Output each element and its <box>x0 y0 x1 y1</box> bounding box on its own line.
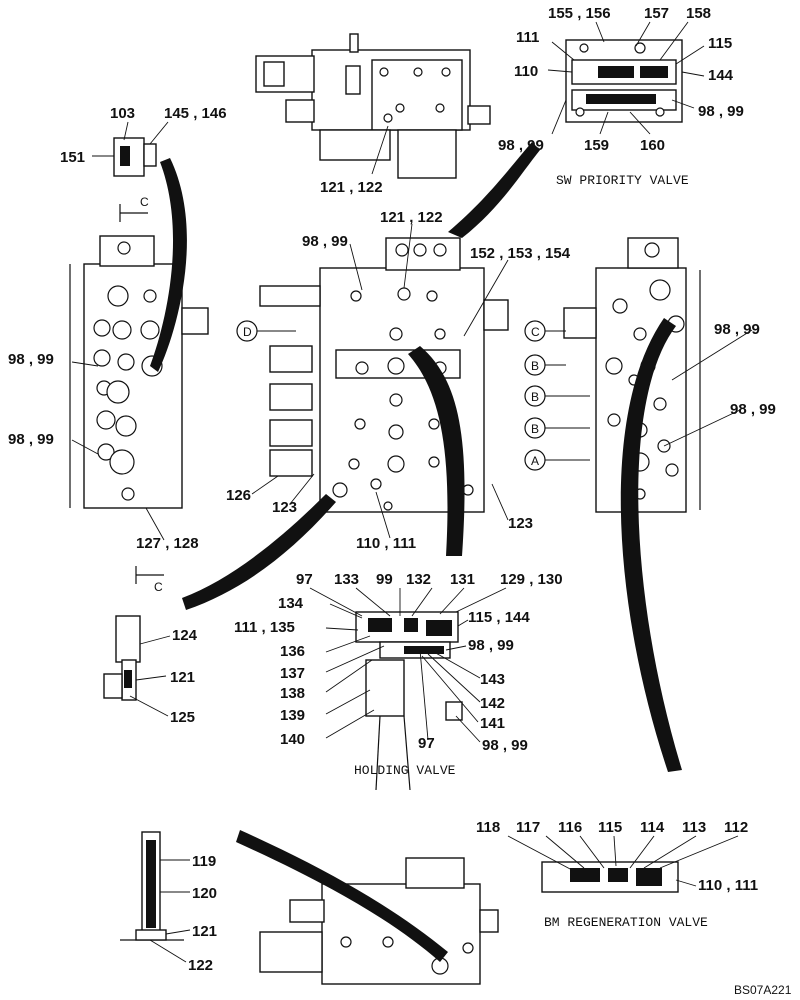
label-98-99-hv-b: 98 , 99 <box>482 737 528 754</box>
label-123-right: 123 <box>508 515 533 532</box>
label-110-111-bm: 110 , 111 <box>698 877 758 894</box>
port-mark-c: C <box>531 325 540 339</box>
top-valve-assembly <box>255 33 491 179</box>
label-113: 113 <box>682 819 706 836</box>
label-117: 117 <box>516 819 540 836</box>
label-144-sw: 144 <box>708 67 734 84</box>
label-98-99-left-b: 98 , 99 <box>8 431 54 448</box>
label-133: 133 <box>334 571 359 588</box>
label-142: 142 <box>480 695 505 712</box>
label-111-135: 111 , 135 <box>234 619 295 636</box>
plug-assembly-124 <box>103 615 141 701</box>
label-121-d: 121 <box>170 669 195 686</box>
drawing-number: BS07A221 <box>734 983 792 997</box>
label-140: 140 <box>280 731 305 748</box>
part-labels: 121 , 122 155 , 156 157 158 111 115 110 … <box>8 5 792 997</box>
label-129-130: 129 , 130 <box>500 571 563 588</box>
label-134: 134 <box>278 595 304 612</box>
holding-valve <box>355 611 463 791</box>
plug-assembly-151 <box>113 137 157 177</box>
label-119: 119 <box>192 853 216 870</box>
label-97-bottom: 97 <box>418 735 435 752</box>
bottom-valve-assembly <box>259 857 499 985</box>
label-131: 131 <box>450 571 475 588</box>
label-98-99-right-b: 98 , 99 <box>730 401 776 418</box>
label-110-sw: 110 <box>514 63 538 80</box>
section-marks: C C <box>119 195 164 594</box>
label-112: 112 <box>724 819 748 836</box>
label-120: 120 <box>192 885 217 902</box>
sw-priority-valve <box>565 39 683 123</box>
label-115-sw: 115 <box>708 35 732 52</box>
left-side-view <box>69 235 209 509</box>
label-157: 157 <box>644 5 669 22</box>
label-126: 126 <box>226 487 251 504</box>
port-mark-a: A <box>531 454 539 468</box>
label-98-99-mid: 98 , 99 <box>302 233 348 250</box>
label-125: 125 <box>170 709 195 726</box>
label-121-122-mid: 121 , 122 <box>380 209 443 226</box>
label-151: 151 <box>60 149 85 166</box>
label-115-144: 115 , 144 <box>468 609 530 626</box>
bm-regeneration-valve <box>541 861 679 893</box>
label-121-122-top: 121 , 122 <box>320 179 383 196</box>
label-160: 160 <box>640 137 665 154</box>
label-152-153-154: 152 , 153 , 154 <box>470 245 571 262</box>
caption-sw-priority-valve: SW PRIORITY VALVE <box>556 173 689 188</box>
label-136: 136 <box>280 643 305 660</box>
section-mark-top: C <box>140 195 149 209</box>
label-97-top: 97 <box>296 571 313 588</box>
reference-curves <box>150 142 682 962</box>
label-121-e: 121 <box>192 923 217 940</box>
label-98-99-hv-a: 98 , 99 <box>468 637 514 654</box>
label-99: 99 <box>376 571 393 588</box>
label-111-sw: 111 <box>516 29 539 46</box>
section-mark-bottom: C <box>154 580 163 594</box>
label-137: 137 <box>280 665 305 682</box>
label-132: 132 <box>406 571 431 588</box>
label-118: 118 <box>476 819 500 836</box>
label-124: 124 <box>172 627 198 644</box>
port-mark-d: D <box>243 325 252 339</box>
label-159: 159 <box>584 137 609 154</box>
port-mark-b-1: B <box>531 359 539 373</box>
label-115-bm: 115 <box>598 819 622 836</box>
label-122-e: 122 <box>188 957 213 974</box>
label-127-128: 127 , 128 <box>136 535 199 552</box>
label-98-99-right-a: 98 , 99 <box>714 321 760 338</box>
label-138: 138 <box>280 685 305 702</box>
caption-holding-valve: HOLDING VALVE <box>354 763 456 778</box>
label-141: 141 <box>480 715 505 732</box>
label-98-99-sw-left: 98 , 99 <box>498 137 544 154</box>
label-143: 143 <box>480 671 505 688</box>
label-139: 139 <box>280 707 305 724</box>
main-control-valve <box>259 237 509 513</box>
label-110-111-mid: 110 , 111 <box>356 535 416 552</box>
leader-lines <box>71 21 753 963</box>
label-114: 114 <box>640 819 665 836</box>
label-98-99-left-a: 98 , 99 <box>8 351 54 368</box>
label-145-146: 145 , 146 <box>164 105 227 122</box>
port-marks: D C B B B A <box>236 320 590 471</box>
label-98-99-sw-right: 98 , 99 <box>698 103 744 120</box>
label-155-156: 155 , 156 <box>548 5 611 22</box>
label-123-left: 123 <box>272 499 297 516</box>
plug-assembly-119 <box>120 831 184 941</box>
port-mark-b-2: B <box>531 390 539 404</box>
label-158: 158 <box>686 5 711 22</box>
label-116: 116 <box>558 819 582 836</box>
label-103: 103 <box>110 105 135 122</box>
port-mark-b-3: B <box>531 422 539 436</box>
caption-bm-regeneration-valve: BM REGENERATION VALVE <box>544 915 708 930</box>
